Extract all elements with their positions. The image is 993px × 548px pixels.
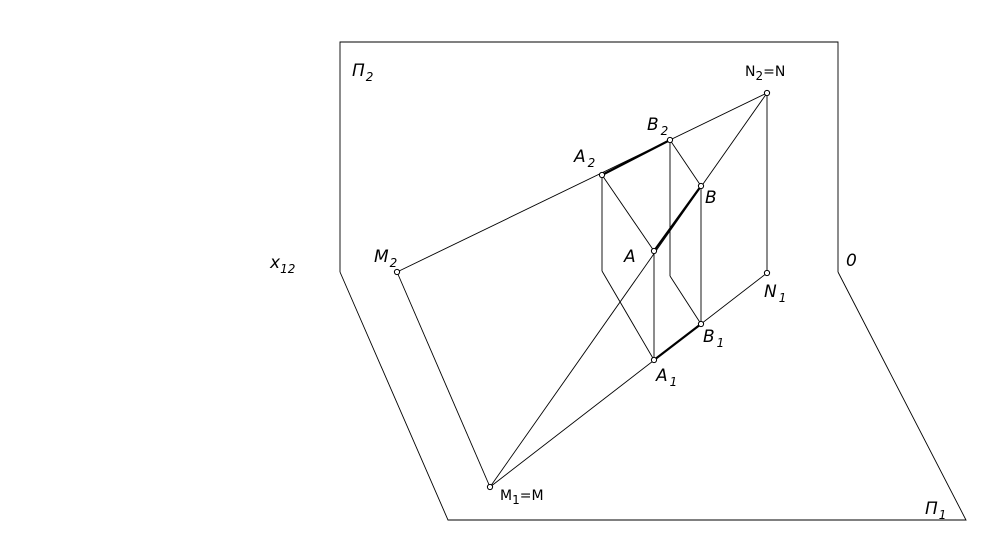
point-b2 (666, 136, 674, 144)
frontal-plane-outline (339, 41, 839, 272)
point-a1 (650, 356, 658, 364)
line-m-n (489, 92, 768, 488)
line-m1-n1 (489, 272, 768, 488)
label-a: A (623, 247, 636, 267)
label-pi1: П1 (925, 499, 946, 522)
link-b2-b1 (669, 275, 702, 325)
label-pi2: П2 (352, 61, 373, 84)
label-origin: 0 (846, 251, 857, 271)
point-b (697, 182, 705, 190)
line-m2-m1 (396, 271, 491, 488)
point-n2 (763, 89, 771, 97)
point-a2 (598, 171, 606, 179)
link-a2-a (601, 174, 655, 252)
point-n1 (763, 269, 771, 277)
segment-a-b (653, 185, 702, 252)
label-b: B (705, 188, 717, 208)
point-m2 (393, 268, 401, 276)
label-m1-eq-m: M1=M (500, 488, 544, 507)
link-a2-a1 (601, 270, 655, 361)
segment-a2-b2 (601, 139, 671, 176)
point-a (650, 247, 658, 255)
label-x12: x12 (269, 253, 295, 276)
label-n2-eq-n: N2=N (745, 64, 785, 83)
point-m1 (486, 483, 494, 491)
point-b1 (697, 320, 705, 328)
line-m2-n2 (396, 92, 768, 273)
horizontal-plane-outline (339, 271, 967, 521)
label-m2: M2 (374, 247, 397, 270)
link-b2-b (669, 139, 702, 187)
segment-a1-b1 (653, 323, 702, 361)
